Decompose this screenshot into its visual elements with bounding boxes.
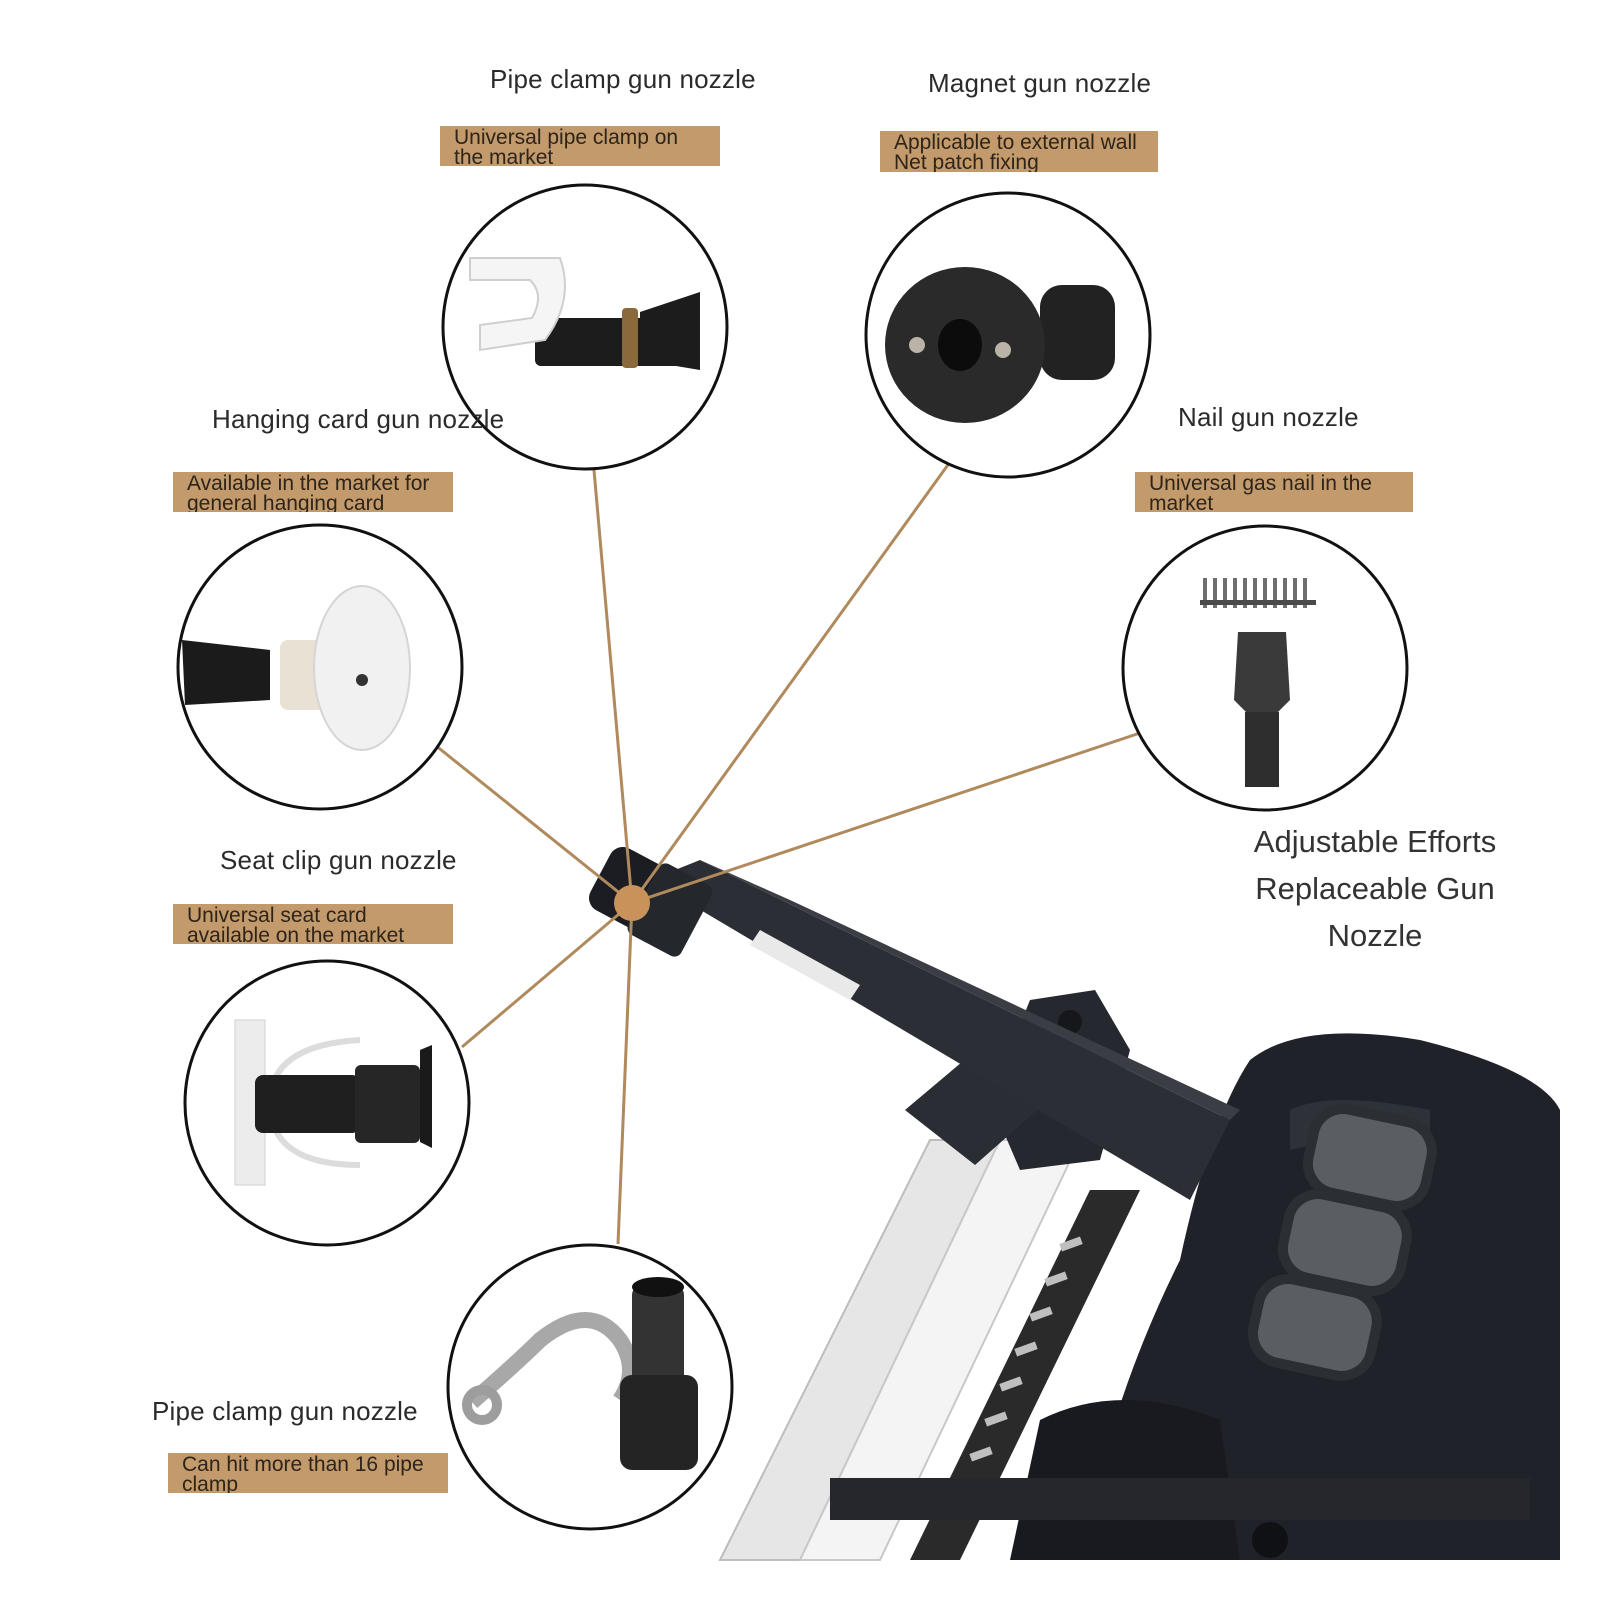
leader-line <box>631 730 1144 905</box>
pipe-clamp-nozzle-icon <box>441 183 729 471</box>
headline-line: Nozzle <box>1327 918 1423 953</box>
pipe-strap-nozzle-icon <box>446 1243 734 1531</box>
callout-tag-line: Net patch fixing <box>894 151 1039 172</box>
callout-tag-line: Applicable to external wall <box>894 131 1137 154</box>
callout-tag-line: available on the market <box>187 924 405 944</box>
callout-tag-line: Available in the market for <box>187 472 430 495</box>
nail-shape <box>1233 578 1237 608</box>
callout-tag: Applicable to external wall Net patch fi… <box>880 131 1158 172</box>
nail-shape <box>1253 578 1257 608</box>
nail-nozzle-icon <box>1121 524 1409 812</box>
callout-tag: Universal pipe clamp on the market <box>440 126 720 166</box>
callout-tag-line: Can hit more than 16 pipe <box>182 1453 424 1476</box>
nail-shape <box>1243 578 1247 608</box>
leader-line <box>616 902 634 1245</box>
leader-line <box>434 743 633 905</box>
callout-title: Nail gun nozzle <box>1178 402 1359 432</box>
callout-tag: Universal gas nail in the market <box>1135 472 1413 512</box>
headline-line: Adjustable Efforts <box>1253 824 1497 859</box>
callout-title: Pipe clamp gun nozzle <box>152 1396 418 1426</box>
leader-line <box>461 901 633 1049</box>
nail-shape <box>1203 578 1207 608</box>
leader-lines <box>434 461 1144 1245</box>
nail-shape <box>1283 578 1287 608</box>
headline: Adjustable Efforts Replaceable Gun Nozzl… <box>1195 818 1555 959</box>
seat-clip-nozzle-icon <box>183 959 471 1247</box>
callout-tag-line: Universal pipe clamp on <box>454 126 679 149</box>
nail-shape <box>1273 578 1277 608</box>
callout-title: Magnet gun nozzle <box>928 68 1152 98</box>
callout-tag-line: the market <box>454 146 554 166</box>
callout-title: Pipe clamp gun nozzle <box>490 64 756 94</box>
callout-tag-line: market <box>1149 492 1214 512</box>
callout-tag: Available in the market for general hang… <box>173 472 453 512</box>
callout-tag: Universal seat card available on the mar… <box>173 904 453 944</box>
nail-shape <box>1293 578 1297 608</box>
callout-tag-line: Universal gas nail in the <box>1149 472 1372 495</box>
nail-shape <box>1263 578 1267 608</box>
callout-tag: Can hit more than 16 pipe clamp <box>168 1453 448 1493</box>
callout-title: Seat clip gun nozzle <box>220 845 457 875</box>
headline-line: Replaceable Gun <box>1255 871 1495 906</box>
leader-hub <box>614 885 650 921</box>
nail-shape <box>1303 578 1307 608</box>
callout-title: Hanging card gun nozzle <box>212 404 505 434</box>
nail-gun-illustration <box>589 846 1560 1561</box>
callout-tag-line: Universal seat card <box>187 904 367 927</box>
callout-tag-line: clamp <box>182 1473 239 1493</box>
nail-shape <box>1223 578 1227 608</box>
leader-line <box>592 469 634 904</box>
nail-shape <box>1213 578 1217 608</box>
magnet-nozzle-icon <box>864 191 1152 479</box>
leader-line <box>630 461 952 904</box>
hanging-card-nozzle-icon <box>176 523 464 811</box>
callout-tag-line: general hanging card <box>187 492 385 512</box>
